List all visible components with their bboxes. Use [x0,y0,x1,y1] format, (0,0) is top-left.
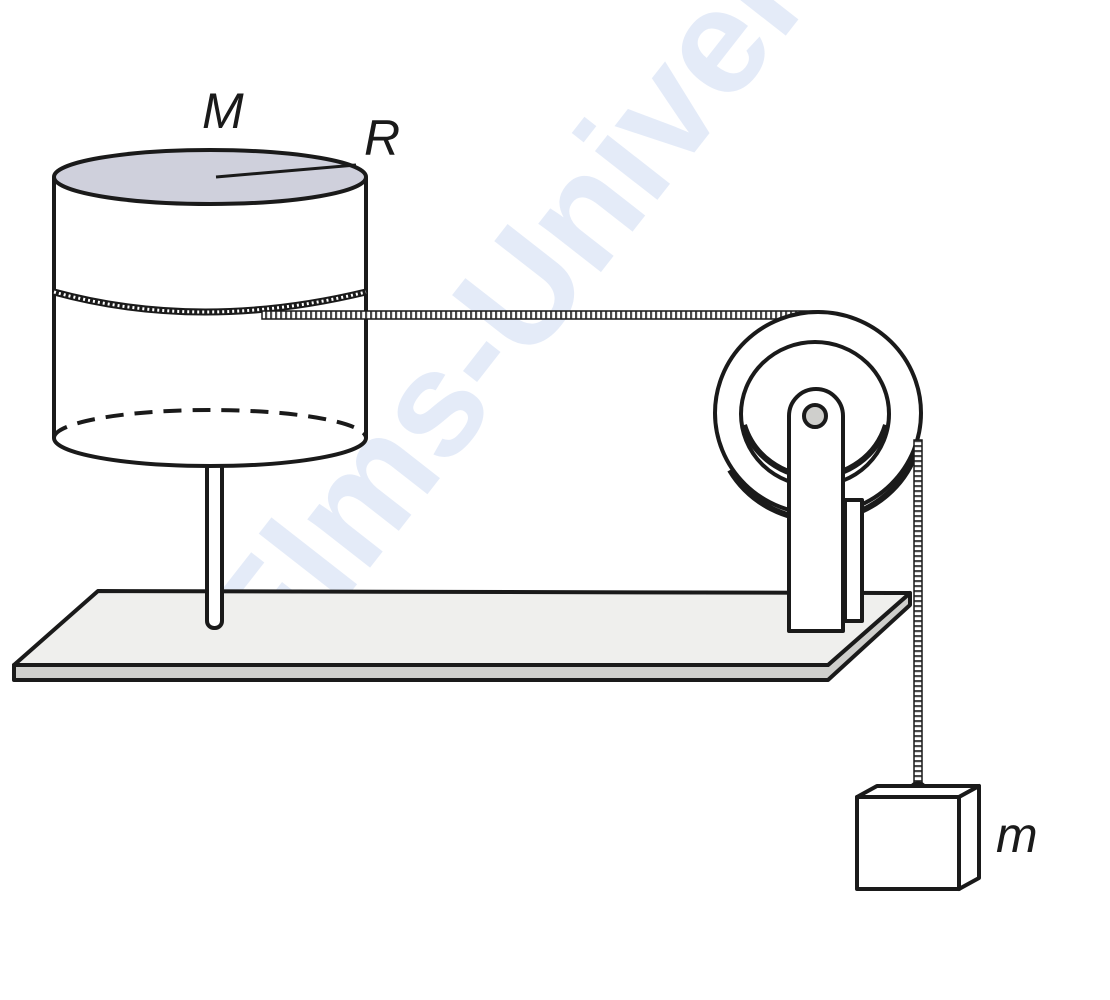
cylinder-bottom-hidden-edge [52,408,368,439]
rope-vertical [913,439,923,786]
label-mass-cylinder: M [202,83,244,139]
cylinder-shaft [205,458,224,630]
block-side-face [957,784,981,891]
bracket-front [787,387,845,633]
bracket-back [843,498,864,623]
cylinder [52,148,368,468]
pulley-axle [802,403,828,429]
pulley-bracket [787,387,864,633]
label-radius: R [364,110,400,166]
cylinder-body [52,176,368,468]
cylinder-top-face [52,148,368,206]
block-front-face [855,795,961,891]
radius-line [215,163,357,179]
rope-horizontal [261,310,820,320]
hanging-block [855,781,981,891]
board-top [12,589,912,667]
base-board [12,589,912,682]
label-mass-block: m [996,807,1038,863]
